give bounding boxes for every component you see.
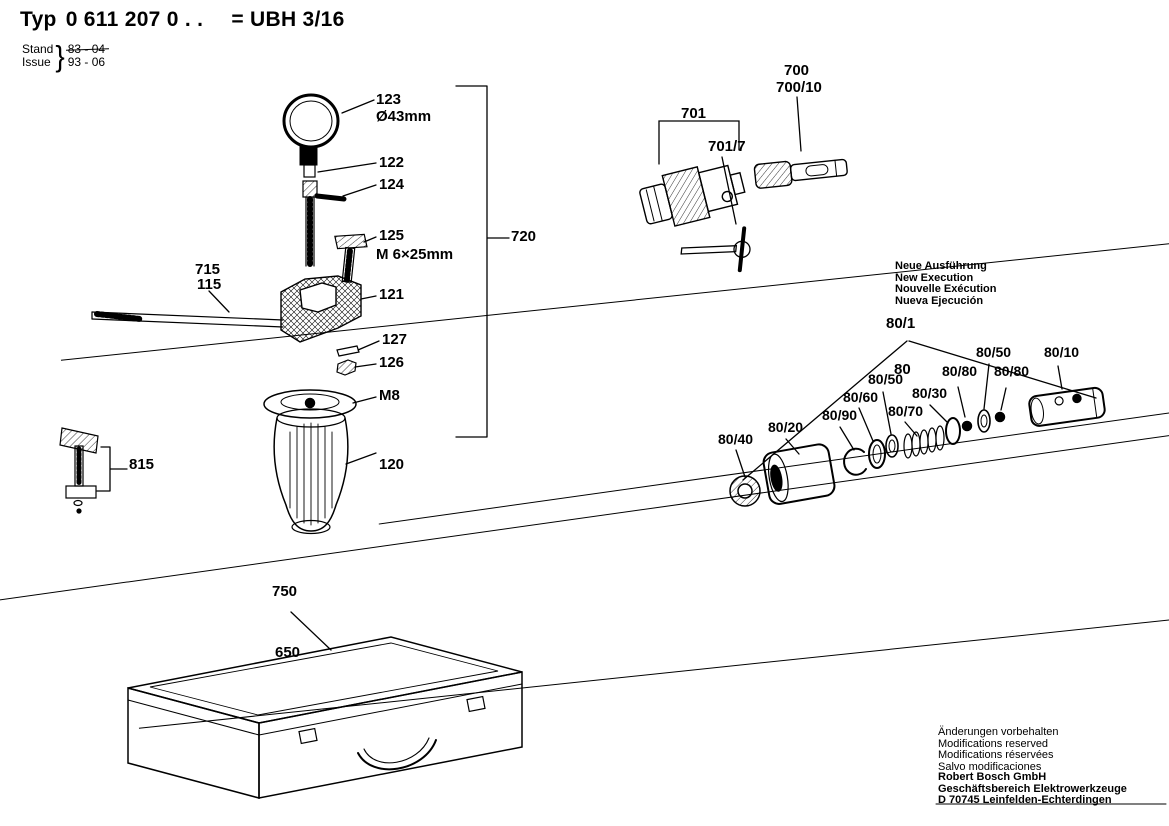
part-label-700-10: 700/10 — [776, 79, 822, 96]
stand-value-old: 83 - 04 — [67, 42, 106, 56]
chuck-key-drawing — [680, 226, 751, 273]
part-label-650-superseded: 650 — [275, 645, 1169, 660]
part-label-701-7: 701/7 — [708, 138, 746, 155]
part-label-80-superseded: 80 — [894, 362, 1169, 377]
sds-adapter-drawing — [753, 158, 848, 189]
note-line-en: New Execution — [895, 271, 974, 284]
modifications-es: Salvo modificaciones — [938, 760, 1042, 773]
part-label-80-80b: 80/80 — [994, 363, 1030, 379]
part-label-80-1: 80/1 — [886, 315, 916, 332]
nut-126-drawing — [336, 359, 357, 376]
part-label-80-70: 80/70 — [888, 403, 924, 419]
company-division: Geschäftsbereich Elektrowerkzeuge — [938, 782, 1127, 795]
company-name: Robert Bosch GmbH — [938, 771, 1047, 783]
part-label-720: 720 — [511, 228, 537, 245]
part-label-123: 123 — [376, 91, 402, 108]
part-label-125: 125 — [379, 227, 405, 244]
part-label-80-90: 80/90 — [822, 407, 858, 423]
issue-block: Stand Issue } 83 - 04 93 - 06 — [22, 39, 106, 73]
part-label-124: 124 — [379, 176, 405, 193]
company-block: Robert Bosch GmbH Geschäftsbereich Elekt… — [938, 771, 1127, 807]
part-label-80-80a: 80/80 — [942, 363, 978, 379]
part-label-750: 750 — [272, 583, 298, 600]
part-label-80-40: 80/40 — [718, 431, 754, 447]
part-label-127: 127 — [382, 331, 408, 348]
note-line-fr: Nouvelle Exécution — [895, 283, 997, 295]
title-model: = UBH 3/16 — [231, 8, 345, 31]
part-label-80-30: 80/30 — [912, 385, 948, 401]
part-label-120-superseded: 120 — [379, 457, 1169, 472]
new-execution-note: Neue Ausführung New Execution Nouvelle E… — [895, 260, 997, 307]
part-label-122: 122 — [379, 154, 405, 171]
part-label-80-10: 80/10 — [1044, 344, 1080, 360]
part-label-815: 815 — [129, 456, 155, 473]
part-label-m6x25: M 6×25mm — [376, 246, 454, 263]
stand-label: Stand — [22, 42, 54, 56]
modifications-de: Änderungen vorbehalten — [938, 726, 1059, 738]
part-label-126: 126 — [379, 354, 405, 371]
part-label-701: 701 — [681, 105, 707, 122]
clamp-band-drawing — [282, 93, 340, 178]
part-label-715: 715 — [195, 261, 221, 278]
page-title: Typ 0 611 207 0 . . = UBH 3/16 — [20, 8, 345, 32]
modifications-fr: Modifications réservées — [938, 749, 1054, 761]
part-label-80-60: 80/60 — [843, 389, 879, 405]
title-typ: Typ — [20, 8, 57, 31]
washer-127-drawing — [336, 345, 360, 357]
part-label-80-50a: 80/50 — [976, 344, 1012, 360]
modifications-en: Modifications reserved — [938, 737, 1049, 750]
part-label-700: 700 — [784, 62, 810, 79]
part-label-m8: M8 — [379, 387, 400, 404]
note-line-de: Neue Ausführung — [895, 260, 987, 272]
part-label-80-50b: 80/50 — [868, 371, 904, 387]
screw-122-124-drawing — [302, 180, 347, 267]
title-type-number: 0 611 207 0 . . — [65, 8, 204, 31]
company-address: D 70745 Leinfelden-Echterdingen — [938, 794, 1112, 806]
key-815-drawing — [59, 427, 99, 514]
note-line-es: Nueva Ejecución — [895, 294, 984, 307]
part-label-dia43: Ø43mm — [376, 108, 432, 125]
issue-value-current: 93 - 06 — [67, 55, 106, 69]
carrying-case-drawing — [127, 636, 523, 799]
depth-rod-drawing — [91, 311, 284, 328]
issue-label: Issue — [22, 55, 51, 69]
modifications-note: Änderungen vorbehalten Modifications res… — [938, 726, 1059, 773]
part-label-115-superseded: 115 — [197, 277, 1169, 292]
issue-brace: } — [55, 39, 65, 73]
handle-drawing — [263, 389, 357, 535]
part-label-80-20: 80/20 — [768, 419, 804, 435]
drill-chuck-drawing — [639, 164, 746, 227]
